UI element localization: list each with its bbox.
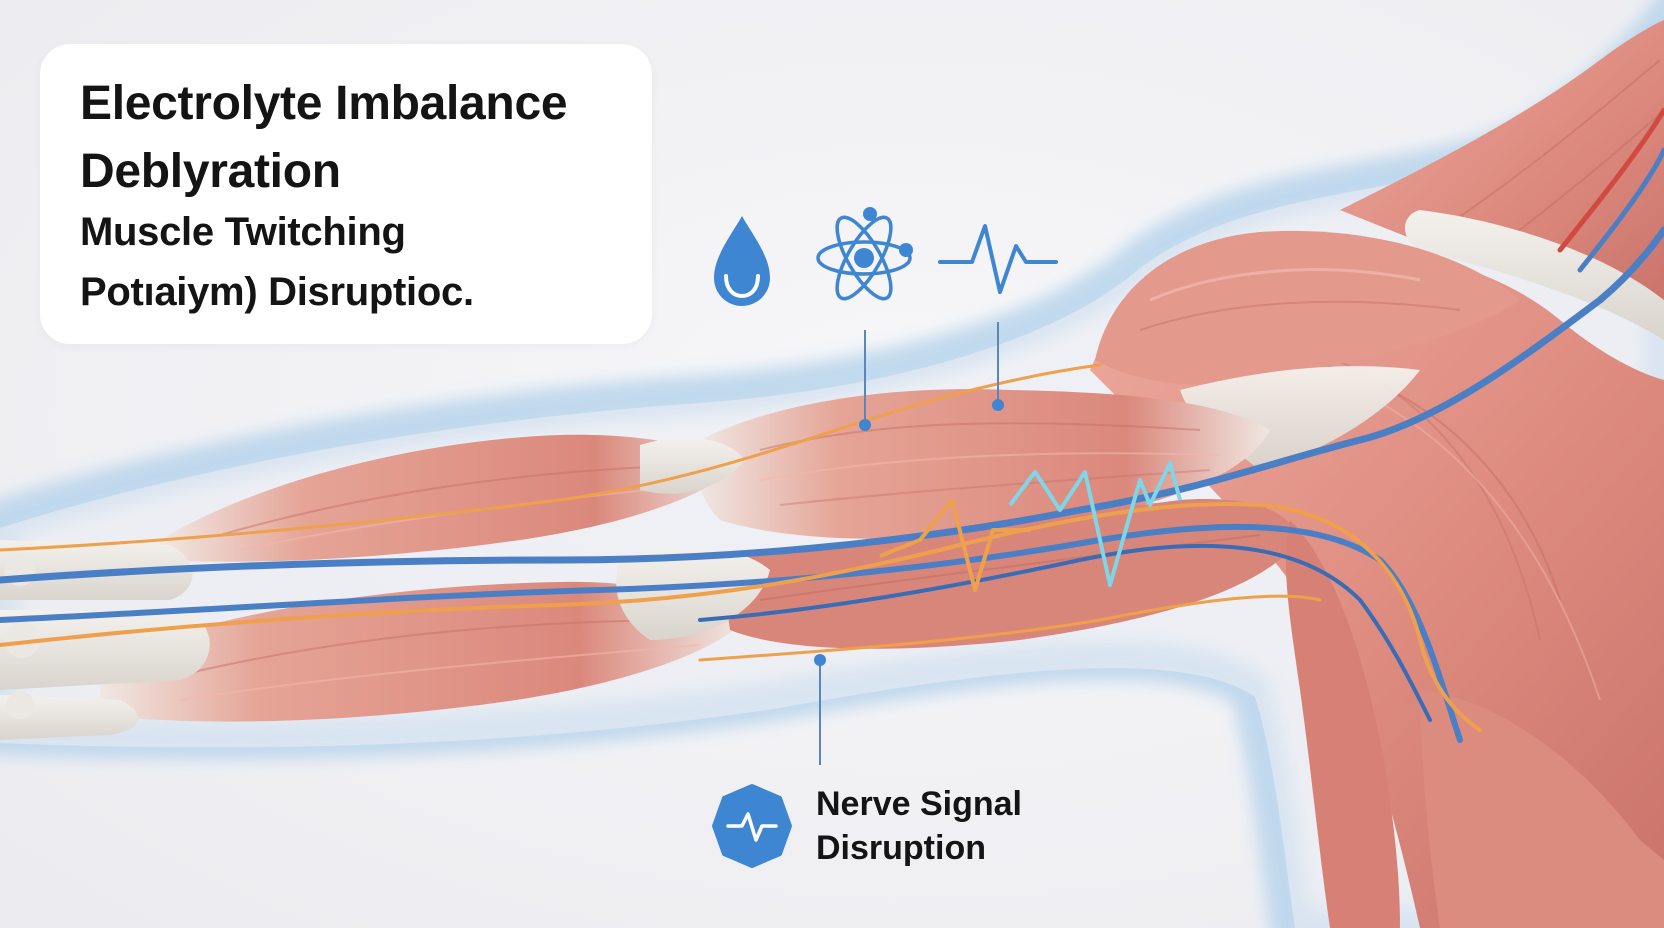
heartbeat-icon bbox=[938, 224, 1058, 294]
forearm-lower-muscle bbox=[100, 581, 740, 722]
lat-muscle bbox=[1285, 520, 1664, 928]
title-line-1: Electrolyte Imbalance bbox=[80, 77, 568, 130]
shoulder-cap-muscle bbox=[1095, 230, 1520, 385]
leader-dot-nerve bbox=[814, 654, 826, 666]
callout-leaders bbox=[814, 322, 1004, 765]
title-line-2: Deblyration bbox=[80, 145, 341, 198]
nerve-label-line-2: Disruption bbox=[816, 829, 986, 867]
nerve-fibers bbox=[0, 363, 1482, 732]
water-drop-icon bbox=[714, 216, 770, 306]
nerve-signal-label: Nerve Signal Disruption bbox=[816, 782, 1022, 870]
clavicle-bone bbox=[1405, 210, 1664, 340]
leader-dot-pulse bbox=[992, 399, 1004, 411]
atom-icon bbox=[816, 207, 913, 301]
nerve-label-line-1: Nerve Signal bbox=[816, 785, 1022, 823]
title-line-3: Muscle Twitching bbox=[80, 210, 406, 254]
title-line-4: Potıaiym) Disruptioc. bbox=[80, 270, 474, 314]
nerve-signal-icon bbox=[712, 784, 792, 868]
title-card: Electrolyte Imbalance Deblyration Muscle… bbox=[40, 44, 652, 344]
nerve-signal-spike-cyan bbox=[1008, 461, 1182, 587]
leader-dot-atom bbox=[859, 419, 871, 431]
nerve-signal-spike-orange bbox=[879, 498, 1030, 592]
